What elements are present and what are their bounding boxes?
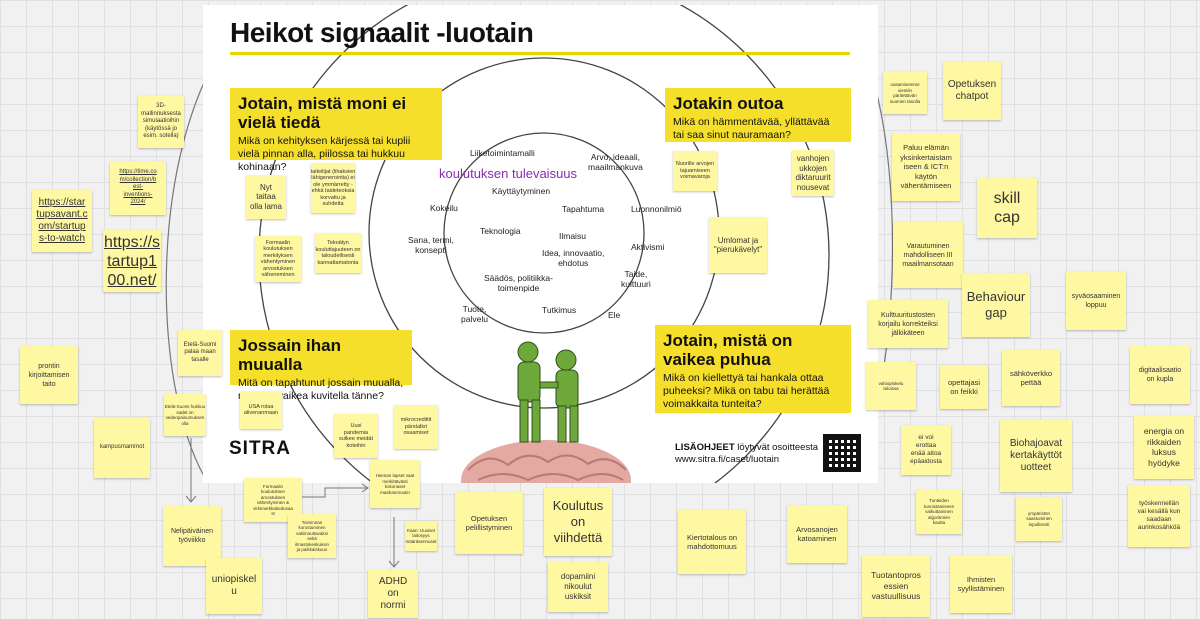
poster-title: Heikot signaalit -luotain [230, 17, 534, 48]
ring-label: Säädös, politiikka- toimenpide [484, 273, 553, 293]
sticky-note[interactable]: prontin kirjoittamisen taito [20, 346, 78, 404]
sticky-note[interactable]: Toiminnan korostuminen vakiinnuttavaksi … [288, 514, 336, 558]
brain-figures-illustration [461, 341, 631, 483]
connector-line [302, 487, 368, 498]
ring-label: Idea, innovaatio, ehdotus [542, 248, 605, 268]
sticky-note[interactable]: Etelä-Suomi palaa maan tasalle [178, 330, 222, 376]
ring-label: Aktivismi [631, 242, 665, 252]
sticky-note-link[interactable]: https://time.co m/collection/b est- inve… [110, 161, 166, 215]
ring-label: Luonnonilmiö [631, 204, 682, 214]
sticky-note[interactable]: Paluu elämän yksinkertaistam iseen & ICT… [892, 133, 960, 201]
ring-label: Sana, termi, konsepti [408, 235, 454, 255]
sticky-note-link[interactable]: https://s tartup1 00.net/ [103, 230, 161, 292]
signals-probe-poster: Heikot signaalit -luotain Jotain, mistä … [203, 5, 878, 483]
sticky-note[interactable]: Etelä-Suomi hukkuu sadet on vedenpaisumu… [164, 394, 206, 436]
quadrant-heading: Jossain ihan muualla [238, 336, 341, 374]
sticky-note[interactable]: Behaviour gap [962, 273, 1030, 337]
more-info-text: LISÄOHJEET löytyvät osoitteesta www.sitr… [675, 442, 818, 466]
ring-label: Tapahtuma [562, 204, 605, 214]
sticky-note[interactable]: työskennellän vai kesällä kun saadaan au… [1128, 485, 1190, 547]
sticky-note[interactable]: digitaalisaatio on kupla [1130, 346, 1190, 404]
poster-sticky-note[interactable]: Umlomat ja "pierukävelyt" [709, 217, 767, 273]
ring-label: Liiketoimintamalli [470, 148, 535, 158]
sticky-note[interactable]: Varautuminen mahdolliseen III maailmanso… [893, 222, 963, 288]
sticky-note[interactable]: uniopiskelu [206, 558, 262, 614]
arrow-head [361, 483, 369, 493]
hazmat-figures [517, 341, 579, 443]
center-topic: koulutuksen tulevaisuus [439, 166, 578, 181]
quadrant-heading: Jotain, mistä on vaikea puhua [663, 331, 793, 369]
sticky-note[interactable]: 3D- mallinnuksesta simulaatioihin (käytö… [138, 96, 184, 148]
poster-sticky-note[interactable]: USA rolaa alivenanmaan [240, 391, 282, 429]
sticky-note[interactable]: Hieman lapset vaat merkittävästi kokonas… [370, 460, 420, 508]
poster-sticky-note[interactable]: Uusi pandemia sulkee meidät koteihin [334, 414, 378, 458]
sticky-note[interactable]: energia on rikkaiden luksus hyödyke [1134, 415, 1194, 479]
sticky-note[interactable]: vahiopiskelu taloissa [866, 362, 916, 410]
quadrant-box-strange: Jotakin outoa Mikä on hämmentävää, yllät… [665, 88, 851, 142]
poster-sticky-note[interactable]: Nyt taitaa olla lama [246, 175, 286, 219]
quadrant-body: Mikä on kehityksen kärjessä tai kuplii v… [238, 135, 411, 173]
poster-sticky-note[interactable]: Tekoälyn kouluttajuuteen on taloudellise… [315, 233, 361, 273]
quadrant-body: Mikä on kiellettyä tai hankala ottaa puh… [663, 372, 830, 410]
sticky-note[interactable]: Kaan: Uusiset laitosyys määräsennuset [405, 521, 437, 551]
qr-code[interactable] [823, 434, 861, 472]
sticky-note-link[interactable]: https://star tupsavant.c om/startup s-to… [32, 190, 92, 252]
sticky-note[interactable]: Tuotantopros essien vastuullisuus [862, 555, 930, 617]
sticky-note[interactable]: syväosaaminen loppuu [1066, 272, 1126, 330]
quadrant-heading: Jotakin outoa [673, 94, 784, 113]
quadrant-box-taboo: Jotain, mistä on vaikea puhua Mikä on ki… [655, 325, 851, 413]
sticky-note[interactable]: skill cap [977, 178, 1037, 238]
more-info-label: LISÄOHJEET [675, 442, 735, 453]
sticky-note[interactable]: Nelipäiväinen työviikko [163, 506, 221, 566]
ring-label: Ele [608, 310, 621, 320]
sticky-note[interactable]: Koulutus on viihdettä [544, 488, 612, 556]
sticky-note[interactable]: Kiertotalous on mahdottomuus [678, 510, 746, 574]
ring-label: Tutkimus [542, 305, 577, 315]
ring-label: Kokeilu [430, 203, 458, 213]
more-info-suffix: löytyvät osoitteesta [737, 442, 819, 453]
ring-label: Arvo, ideaali, maailmankuva [588, 152, 643, 172]
inner-ring [443, 132, 645, 334]
ring-label: Teknologia [480, 226, 521, 236]
sticky-note[interactable]: sähköverkko pettää [1002, 350, 1060, 406]
sticky-note[interactable]: opettajasi on feikki [940, 365, 988, 409]
sticky-note[interactable]: dopamiini nikoulut uskiksit [548, 562, 608, 612]
ring-label: Taide, kulttuuri [621, 269, 651, 289]
sticky-note[interactable]: ympäristön saastuminen lopullisesti [1016, 497, 1062, 541]
poster-sticky-note[interactable]: vanhojen ukkojen diktaruurit nousevat [792, 150, 834, 196]
sticky-note[interactable]: osaamisemme vientiin päritettävän suomen… [883, 72, 927, 114]
sticky-note[interactable]: Biohajoavat kertakäyttöt uotteet [1000, 420, 1072, 492]
poster-sticky-note[interactable]: mikrocrediitit pärstalkri osaamiset [394, 405, 438, 449]
sticky-note[interactable]: Tunteiden tunnistamiseen vaikuttaminen a… [916, 490, 962, 534]
ring-label: Ilmaisu [559, 231, 586, 241]
sticky-note[interactable]: Kulttuuritustosten korjailu korrekteiksi… [868, 300, 948, 348]
quadrant-box-unknown: Jotain, mistä moni ei vielä tiedä Mikä o… [230, 88, 442, 173]
ring-label: Käyttäytyminen [492, 186, 551, 196]
sticky-note[interactable]: ADHD on normi [368, 570, 418, 618]
sticky-note[interactable]: Opetuksen chatpot [943, 62, 1001, 120]
quadrant-box-elsewhere: Jossain ihan muualla Mitä on tapahtunut … [230, 330, 412, 402]
sitra-logo: SITRA [229, 438, 291, 459]
sticky-note[interactable]: Ihmisten syyllistäminen [950, 555, 1012, 613]
poster-sticky-note[interactable]: taiteilijat (lihaksien lähigenerointia) … [311, 163, 355, 213]
ring-label: Tuote, palvelu [461, 304, 488, 324]
more-info-url[interactable]: www.sitra.fi/caset/luotain [675, 454, 780, 465]
sticky-note[interactable]: ei voi erottaa enää aitoa epäaidosta [901, 425, 951, 475]
sticky-note[interactable]: Arvosanojen katoaminen [787, 505, 847, 563]
poster-sticky-note[interactable]: Nuorille arvojen tajuamiseen voimavaroja [673, 151, 717, 191]
poster-sticky-note[interactable]: Formaalin koulutuksen merkityksen vähent… [255, 236, 301, 282]
sticky-note[interactable]: Opetuksen pelillistyminen [455, 492, 523, 554]
quadrant-body: Mikä on hämmentävää, yllättävää tai saa … [673, 116, 830, 141]
title-underline [230, 52, 850, 55]
sticky-note[interactable]: kampusmammot [94, 418, 150, 478]
arrow-head [185, 495, 197, 503]
arrow-head [388, 560, 400, 568]
quadrant-heading: Jotain, mistä moni ei vielä tiedä [238, 94, 407, 132]
